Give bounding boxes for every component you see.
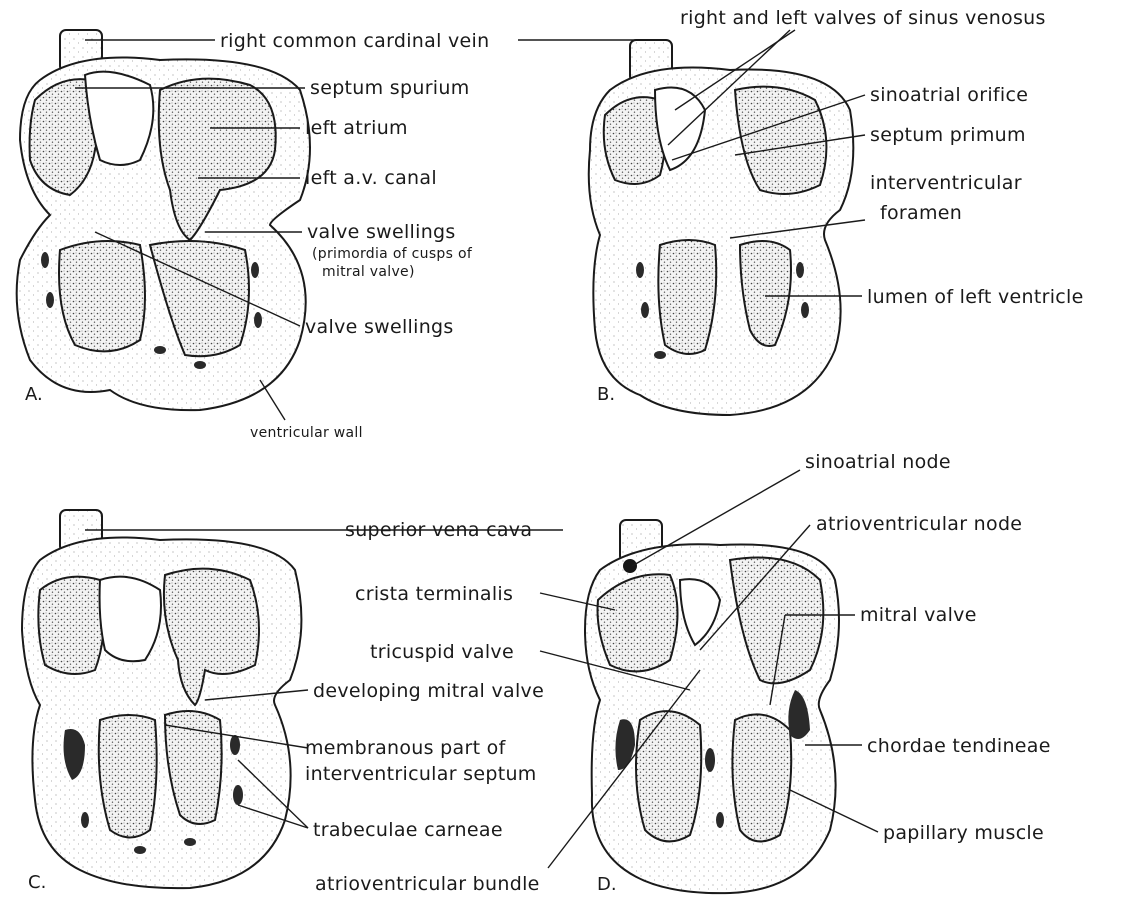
- label-ventricular-wall: ventricular wall: [250, 425, 363, 441]
- panel-a-trabecula: [194, 361, 206, 369]
- label-trabeculae-carneae: trabeculae carneae: [313, 819, 503, 841]
- label-septum-primum: septum primum: [870, 124, 1026, 146]
- label-superior-vena-cava: superior vena cava: [345, 519, 532, 541]
- label-chordae-tendineae: chordae tendineae: [867, 735, 1051, 757]
- label-valve-swellings-note-2: mitral valve): [322, 264, 415, 280]
- label-sinoatrial-node: sinoatrial node: [805, 451, 951, 473]
- panel-c: C. superior vena cava developing mitral …: [22, 510, 563, 893]
- panel-c-trabecula: [134, 846, 146, 854]
- label-crista-terminalis: crista terminalis: [355, 583, 513, 605]
- label-valve-swellings-1: valve swellings: [307, 221, 456, 243]
- panel-a: A. right common cardinal vein septum spu…: [17, 30, 490, 441]
- label-membranous-part-2: interventricular septum: [305, 763, 537, 785]
- panel-a-trabecula: [154, 346, 166, 354]
- panel-a-trabecula: [254, 312, 262, 328]
- label-left-av-canal: left a.v. canal: [305, 167, 437, 189]
- panel-d-trabecula: [705, 748, 715, 772]
- panel-d-letter: D.: [597, 874, 617, 895]
- panel-a-right-ventricle: [59, 241, 145, 351]
- panel-c-trabecula: [233, 785, 243, 805]
- label-atrioventricular-node: atrioventricular node: [816, 513, 1022, 535]
- panel-b-letter: B.: [597, 384, 615, 405]
- panel-a-trabecula: [46, 292, 54, 308]
- label-atrioventricular-bundle: atrioventricular bundle: [315, 873, 540, 895]
- label-developing-mitral-valve: developing mitral valve: [313, 680, 544, 702]
- panel-d-right-ventricle: [636, 711, 701, 841]
- label-lumen-left-ventricle: lumen of left ventricle: [867, 286, 1084, 308]
- leader-a-ventricular-wall: [260, 380, 285, 420]
- label-interventricular-foramen-2: foramen: [880, 202, 962, 224]
- panel-d-left-ventricle: [732, 714, 791, 841]
- panel-c-trabecula: [184, 838, 196, 846]
- label-sinus-venosus-valves: right and left valves of sinus venosus: [680, 7, 1046, 29]
- panel-b-trabecula: [636, 262, 644, 278]
- panel-d-trabecula: [716, 812, 724, 828]
- panel-a-trabecula: [41, 252, 49, 268]
- label-sinoatrial-orifice: sinoatrial orifice: [870, 84, 1028, 106]
- panel-b-trabecula: [654, 351, 666, 359]
- label-mitral-valve: mitral valve: [860, 604, 977, 626]
- panel-c-right-ventricle: [99, 715, 157, 838]
- panel-b-trabecula: [641, 302, 649, 318]
- panel-b: B. right and left valves of sinus venosu…: [518, 7, 1084, 415]
- label-right-common-cardinal-vein: right common cardinal vein: [220, 30, 489, 52]
- label-tricuspid-valve: tricuspid valve: [370, 641, 514, 663]
- sinoatrial-node-mark: [623, 559, 637, 573]
- label-papillary-muscle: papillary muscle: [883, 822, 1044, 844]
- panel-c-letter: C.: [28, 872, 46, 893]
- panel-b-trabecula: [801, 302, 809, 318]
- label-valve-swellings-note-1: (primordia of cusps of: [312, 246, 473, 262]
- label-interventricular-foramen-1: interventricular: [870, 172, 1022, 194]
- panel-c-right-atrium: [38, 577, 104, 674]
- panel-b-trabecula: [796, 262, 804, 278]
- panel-a-letter: A.: [25, 384, 43, 405]
- panel-b-right-ventricle: [658, 240, 716, 354]
- label-valve-swellings-2: valve swellings: [305, 316, 454, 338]
- label-septum-spurium: septum spurium: [310, 77, 470, 99]
- panel-c-trabecula: [81, 812, 89, 828]
- panel-a-trabecula: [251, 262, 259, 278]
- panel-c-trabecula: [230, 735, 240, 755]
- label-membranous-part-1: membranous part of: [305, 737, 507, 759]
- label-left-atrium: left atrium: [305, 117, 408, 139]
- panel-c-septum: [100, 577, 161, 662]
